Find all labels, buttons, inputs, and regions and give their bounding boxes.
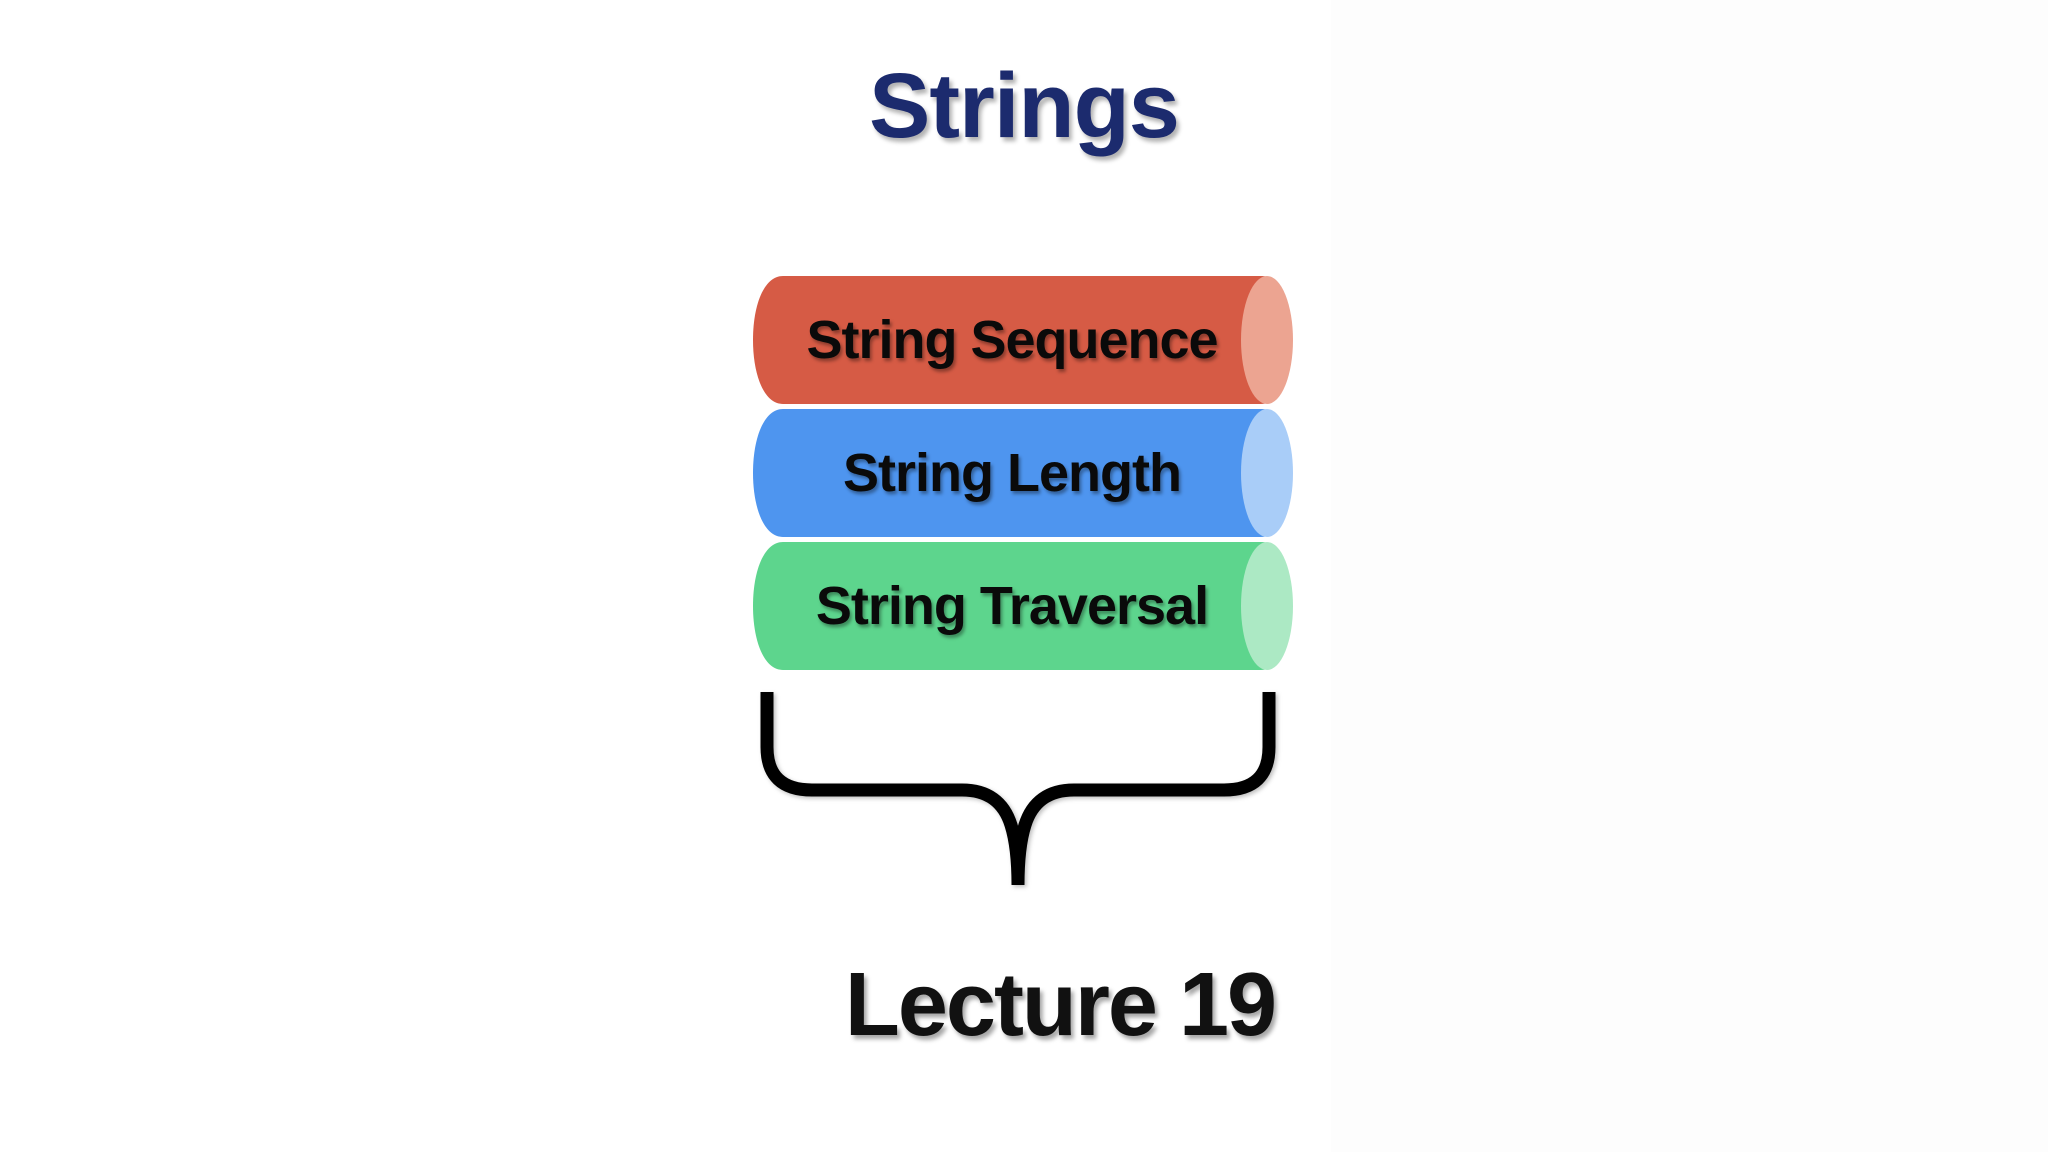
lecture-number: Lecture 19 [844, 955, 1277, 1055]
cylinder-shape-icon [753, 276, 1293, 404]
cylinder-label: String Length [843, 443, 1182, 503]
cylinder-shape-icon [753, 409, 1293, 537]
cylinder-shape-icon [753, 542, 1293, 670]
cylinder-label: String Sequence [806, 310, 1218, 370]
curly-brace-icon [760, 692, 1276, 886]
cylinder-string-length: String Length [750, 408, 1300, 538]
cylinder-string-sequence: String Sequence [750, 275, 1300, 405]
cylinder-string-traversal: String Traversal [750, 541, 1300, 671]
topic-cylinder-stack: String Sequence String Length String Tra… [750, 275, 1300, 671]
slide-title: Strings [869, 55, 1180, 157]
cylinder-label: String Traversal [815, 576, 1209, 636]
